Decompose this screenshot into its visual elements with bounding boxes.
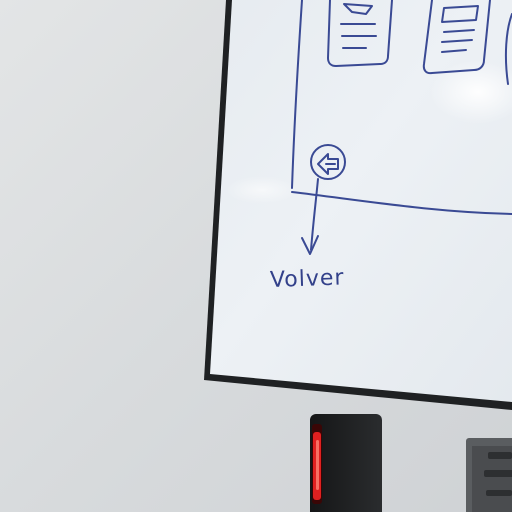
sketch-card-edge	[504, 13, 512, 85]
card-reader-body	[310, 414, 382, 512]
back-button-annotation: Volver	[270, 265, 345, 293]
back-button-sketch	[310, 144, 346, 180]
sketch-card	[422, 0, 491, 75]
sketch-screen-left-edge	[291, 0, 303, 189]
sketch-card	[327, 0, 393, 67]
light-glare	[226, 176, 298, 204]
wall-panel	[466, 438, 512, 512]
marker-sketch	[291, 0, 512, 255]
back-arrow-icon	[310, 144, 346, 180]
card-reader	[310, 414, 382, 512]
whiteboard	[204, 0, 512, 410]
light-glare	[430, 60, 512, 124]
down-arrow-icon	[301, 178, 319, 255]
